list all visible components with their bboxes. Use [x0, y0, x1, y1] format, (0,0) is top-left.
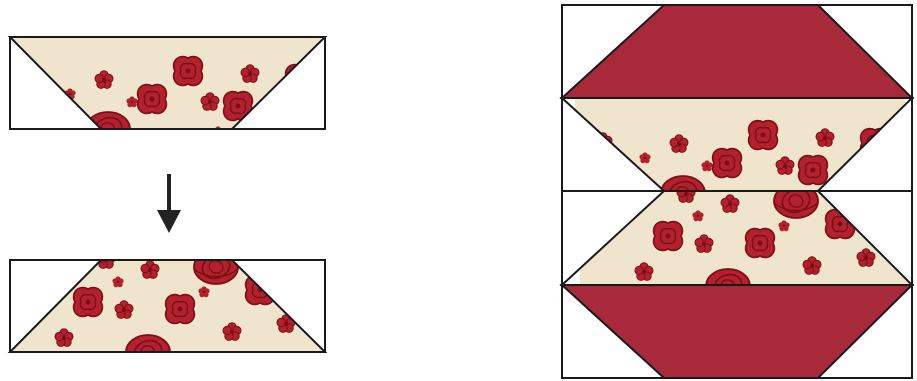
strip-after: [0, 250, 330, 369]
assembled-block: [562, 5, 912, 378]
down-arrow-icon: [157, 174, 181, 233]
strip-before: [0, 34, 330, 162]
